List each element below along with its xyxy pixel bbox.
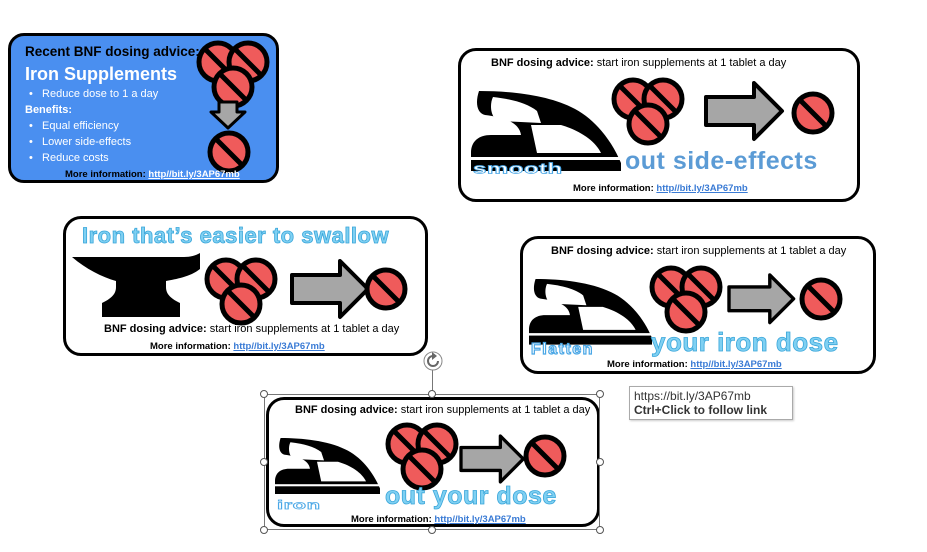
slogan-text: out your dose [385, 482, 557, 511]
single-pill-icon [791, 91, 835, 135]
down-arrow-icon [209, 100, 247, 130]
benefits-label: Benefits: [25, 104, 73, 116]
more-information: More information: http//bit.ly/3AP67mb [65, 169, 240, 180]
slogan-word-iron: iron [276, 498, 321, 512]
right-arrow-icon [727, 273, 796, 325]
benefit-item: • Equal efficiency [29, 120, 119, 132]
pills-icon [196, 42, 270, 108]
selection-frame [264, 394, 600, 530]
single-pill-icon [799, 277, 843, 321]
card-flatten-iron-dose[interactable]: BNF dosing advice: start iron supplement… [520, 236, 876, 374]
card-heading: Recent BNF dosing advice: [25, 44, 200, 59]
slogan-word-smooth: smooth [472, 161, 563, 178]
more-information: More information: http//bit.ly/3AP67mb [150, 341, 325, 352]
reduce-dose-bullet: • Reduce dose to 1 a day [29, 88, 159, 100]
slogan-word-flatten: Flatten [530, 340, 594, 358]
headline: Iron that’s easier to swallow [82, 223, 390, 249]
advice-text: BNF dosing advice: start iron supplement… [491, 57, 787, 69]
card-iron-supplements[interactable]: Recent BNF dosing advice: Iron Supplemen… [8, 33, 279, 183]
rotate-handle-line [432, 370, 433, 394]
resize-handle-ne[interactable] [596, 390, 604, 398]
info-link[interactable]: http//bit.ly/3AP67mb [233, 341, 325, 352]
iron-icon [471, 91, 621, 171]
info-link[interactable]: http//bit.ly/3AP67mb [434, 514, 526, 525]
advice-text: BNF dosing advice: start iron supplement… [104, 323, 400, 335]
tooltip-hint: Ctrl+Click to follow link [634, 403, 768, 417]
info-link[interactable]: http//bit.ly/3AP67mb [148, 169, 240, 180]
single-pill-icon [207, 130, 251, 174]
card-smooth-side-effects[interactable]: BNF dosing advice: start iron supplement… [458, 48, 860, 202]
more-information: More information: http//bit.ly/3AP67mb [573, 183, 748, 194]
pills-icon [204, 259, 280, 329]
card-title: Iron Supplements [25, 64, 178, 84]
info-link[interactable]: http//bit.ly/3AP67mb [690, 359, 782, 370]
advice-text: BNF dosing advice: start iron supplement… [295, 404, 591, 416]
more-information: More information: http//bit.ly/3AP67mb [607, 359, 782, 370]
anvil-icon [72, 253, 200, 317]
right-arrow-icon [290, 259, 370, 319]
slogan-text: your iron dose [651, 327, 839, 358]
resize-handle-e[interactable] [596, 458, 604, 466]
more-information: More information: http//bit.ly/3AP67mb [351, 514, 526, 525]
tooltip-url: https://bit.ly/3AP67mb [634, 389, 751, 403]
card-easier-to-swallow[interactable]: Iron that’s easier to swallow BNF dosing… [63, 216, 428, 356]
iron-icon [529, 279, 652, 345]
link-tooltip: https://bit.ly/3AP67mb Ctrl+Click to fol… [629, 386, 793, 420]
slogan-text: out side-effects [625, 147, 818, 175]
advice-text: BNF dosing advice: start iron supplement… [551, 245, 847, 257]
resize-handle-n[interactable] [428, 390, 436, 398]
resize-handle-se[interactable] [596, 526, 604, 534]
single-pill-icon [364, 267, 408, 311]
right-arrow-icon [704, 81, 784, 141]
resize-handle-nw[interactable] [260, 390, 268, 398]
info-link[interactable]: http//bit.ly/3AP67mb [656, 183, 748, 194]
resize-handle-s[interactable] [428, 526, 436, 534]
benefit-item: • Lower side-effects [29, 136, 132, 148]
benefit-item: • Reduce costs [29, 152, 109, 164]
card-iron-out-your-dose[interactable]: BNF dosing advice: start iron supplement… [266, 397, 600, 527]
pills-icon [611, 79, 687, 149]
resize-handle-sw[interactable] [260, 526, 268, 534]
resize-handle-w[interactable] [260, 458, 268, 466]
rotate-handle-icon[interactable] [423, 351, 443, 371]
